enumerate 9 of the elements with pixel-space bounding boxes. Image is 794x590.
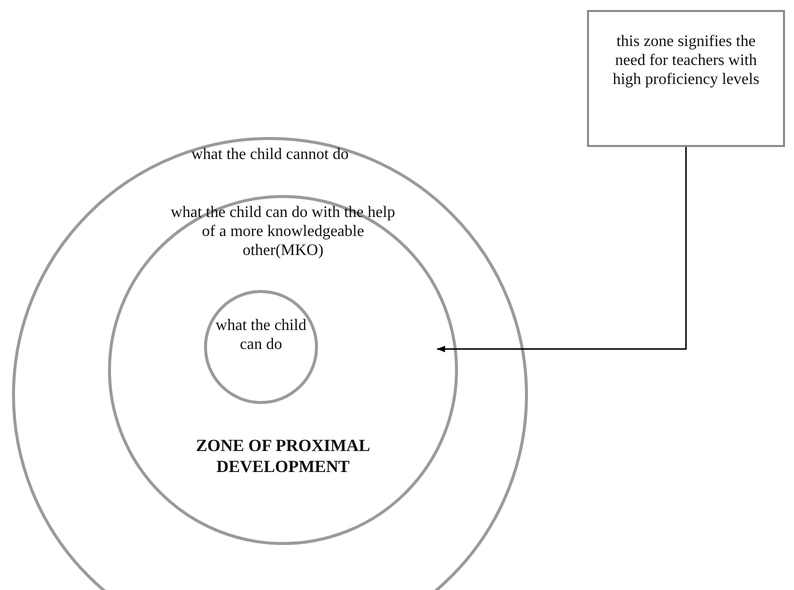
middle-circle: [108, 195, 458, 545]
arrow: [437, 147, 687, 352]
note-box: [587, 10, 785, 147]
zone-label: what the child cannot do: [190, 145, 350, 164]
note-text: this zone signifies the need for teachers with high proficiency levels: [612, 32, 760, 89]
zone-title: ZONE OF PROXIMAL DEVELOPMENT: [194, 435, 372, 477]
inner-circle: [204, 290, 318, 404]
zone-label: what the child can do with the help of a more knowledgeable other(MKO): [170, 203, 396, 260]
zone-label: what the child can do: [214, 316, 308, 354]
